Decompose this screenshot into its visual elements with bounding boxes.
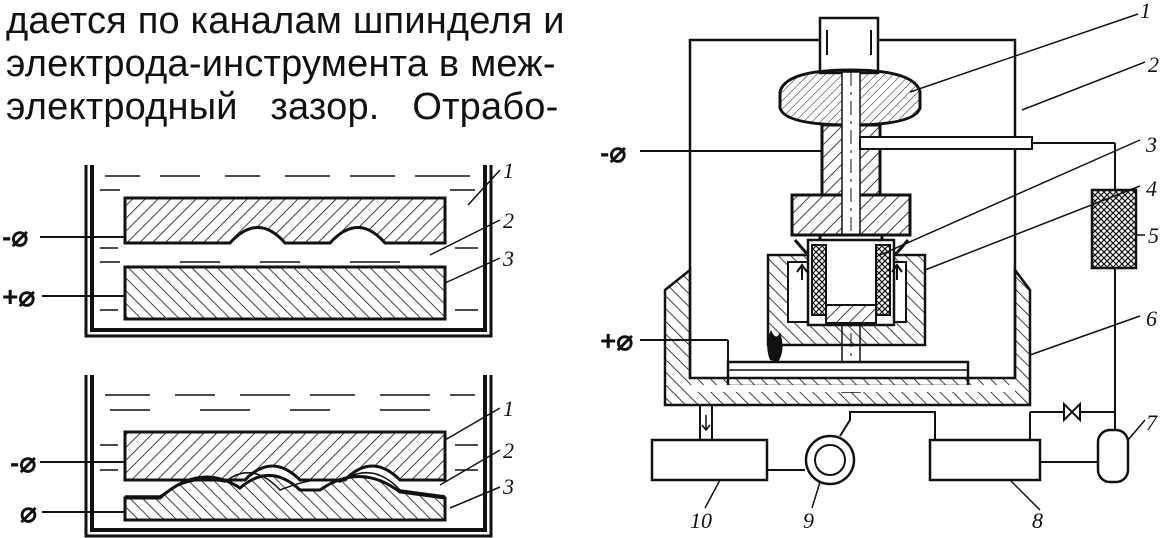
label-right-3: 3 [1145,132,1157,157]
sign-minus-top: -⌀ [2,221,28,252]
sign-plus-top: +⌀ [2,281,35,312]
tank-7 [1096,428,1130,484]
label-top-1: 1 [503,158,514,183]
label-right-7: 7 [1146,410,1158,435]
label-bottom-1: 1 [503,396,514,421]
sign-minus-right: -⌀ [600,137,626,168]
workpiece-top [123,265,447,321]
text-line-2: электрода-инструмента в меж- [6,43,556,85]
diagram-bottom: -⌀ ⌀ 1 2 3 [10,375,514,538]
label-right-8: 8 [1032,508,1043,533]
label-right-9: 9 [803,508,814,533]
tool-electrode-top [123,196,447,245]
label-top-3: 3 [502,246,514,271]
label-right-1: 1 [1140,0,1151,23]
bath-top-outline [90,165,487,332]
label-right-10: 10 [690,508,712,533]
label-right-6: 6 [1146,306,1157,331]
unit-10 [650,438,769,482]
text-line-3: электродный зазор. Отрабо- [6,86,559,128]
bath-bottom-outline [90,375,487,532]
label-top-2: 2 [503,208,514,233]
diagram-right: -⌀ +⌀ [600,0,1159,533]
sign-plain-bottom: ⌀ [20,497,37,528]
text-line-1: дается по каналам шпинделя и [6,0,565,42]
sign-plus-right: +⌀ [600,325,633,356]
label-right-2: 2 [1148,52,1159,77]
unit-8 [928,438,1042,482]
liquid-top [100,175,478,311]
label-bottom-2: 2 [503,438,514,463]
liquid-bottom [100,394,478,471]
valve-icon [1063,401,1081,423]
filter-5 [1090,188,1138,270]
label-right-5: 5 [1148,223,1159,248]
sign-minus-bottom: -⌀ [10,447,36,478]
workpiece-bottom [123,474,447,522]
tool-electrode-bottom [123,430,447,482]
diagram-top: -⌀ +⌀ 1 2 3 [2,158,514,338]
label-bottom-3: 3 [502,474,514,499]
label-right-4: 4 [1146,176,1157,201]
